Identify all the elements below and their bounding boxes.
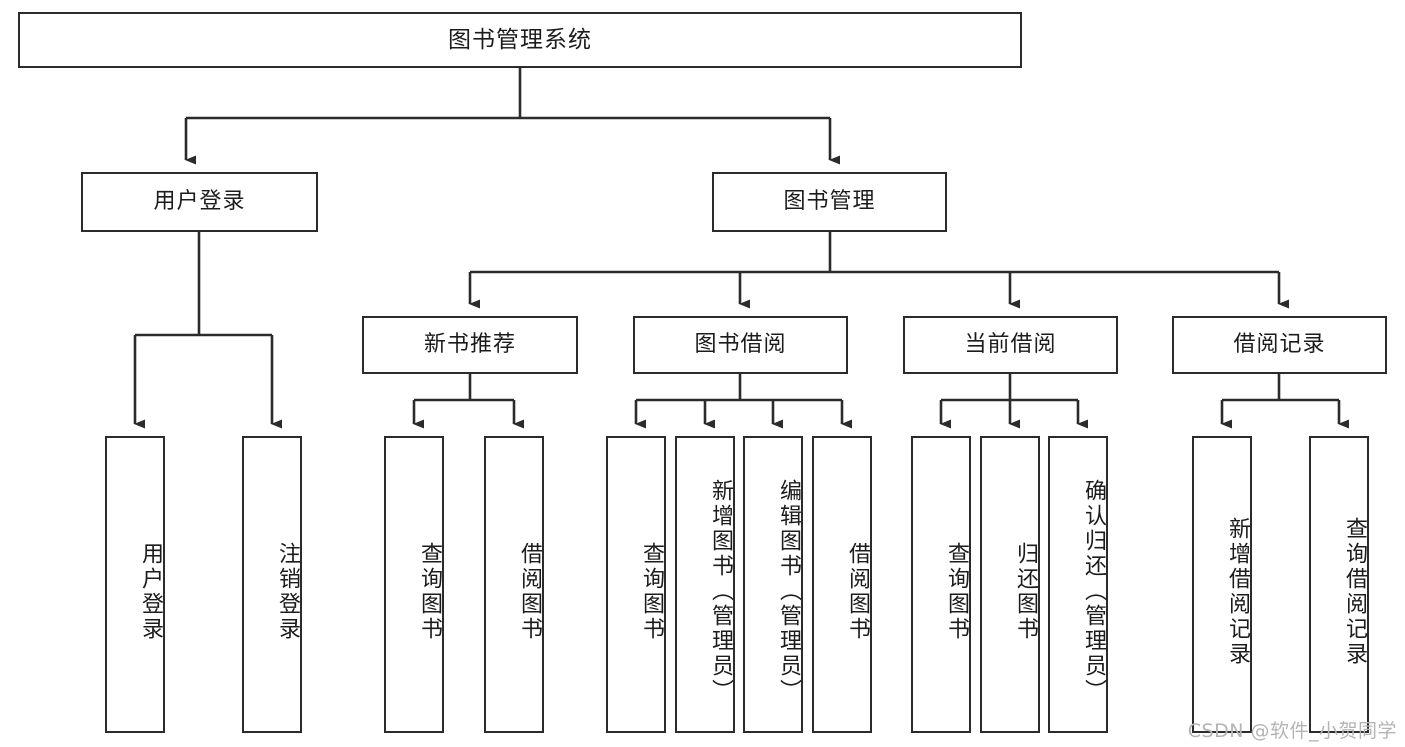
node-label: 查询图书 [639,541,664,642]
node-label: 图书管理 [783,189,876,215]
node-leaf-query-book-3[interactable]: 查询图书 [911,436,971,733]
node-label: 用户登录 [153,189,246,215]
node-label: 当前借阅 [964,332,1057,358]
node-new-book-recommend[interactable]: 新书推荐 [362,316,578,374]
node-label: 图书借阅 [694,332,787,358]
node-label: 查询借阅记录 [1342,516,1367,667]
node-root-book-management-system[interactable]: 图书管理系统 [18,12,1022,68]
node-label: 确认归还（管理员） [1081,479,1106,704]
node-leaf-query-record[interactable]: 查询借阅记录 [1309,436,1369,733]
node-leaf-edit-book[interactable]: 编辑图书（管理员） [743,436,803,733]
node-label: 借阅图书 [517,541,542,642]
node-label: 新增借阅记录 [1225,516,1250,667]
node-leaf-user-logout[interactable]: 注销登录 [242,436,302,733]
node-leaf-query-book-1[interactable]: 查询图书 [384,436,444,733]
node-current-borrow[interactable]: 当前借阅 [903,316,1118,374]
watermark: CSDN @软件_小贺同学 [1187,720,1397,742]
node-user-login[interactable]: 用户登录 [81,172,318,232]
node-leaf-return-book[interactable]: 归还图书 [980,436,1040,733]
node-leaf-add-record[interactable]: 新增借阅记录 [1192,436,1252,733]
node-leaf-query-book-2[interactable]: 查询图书 [606,436,666,733]
node-label: 查询图书 [944,541,969,642]
node-label: 图书管理系统 [448,26,592,53]
node-label: 新书推荐 [423,332,516,358]
node-leaf-add-book[interactable]: 新增图书（管理员） [675,436,735,733]
node-leaf-user-login[interactable]: 用户登录 [105,436,165,733]
node-label: 新增图书（管理员） [708,479,733,704]
node-leaf-borrow-book-1[interactable]: 借阅图书 [484,436,544,733]
node-label: 归还图书 [1013,541,1038,642]
node-label: 查询图书 [417,541,442,642]
node-book-management[interactable]: 图书管理 [712,172,947,232]
node-borrow-record[interactable]: 借阅记录 [1172,316,1387,374]
node-label: 注销登录 [275,541,300,642]
node-label: 借阅图书 [845,541,870,642]
node-book-borrow[interactable]: 图书借阅 [633,316,848,374]
node-label: 用户登录 [138,541,163,642]
node-leaf-confirm-return[interactable]: 确认归还（管理员） [1048,436,1108,733]
node-label: 编辑图书（管理员） [776,479,801,704]
node-label: 借阅记录 [1233,332,1326,358]
node-leaf-borrow-book-2[interactable]: 借阅图书 [812,436,872,733]
